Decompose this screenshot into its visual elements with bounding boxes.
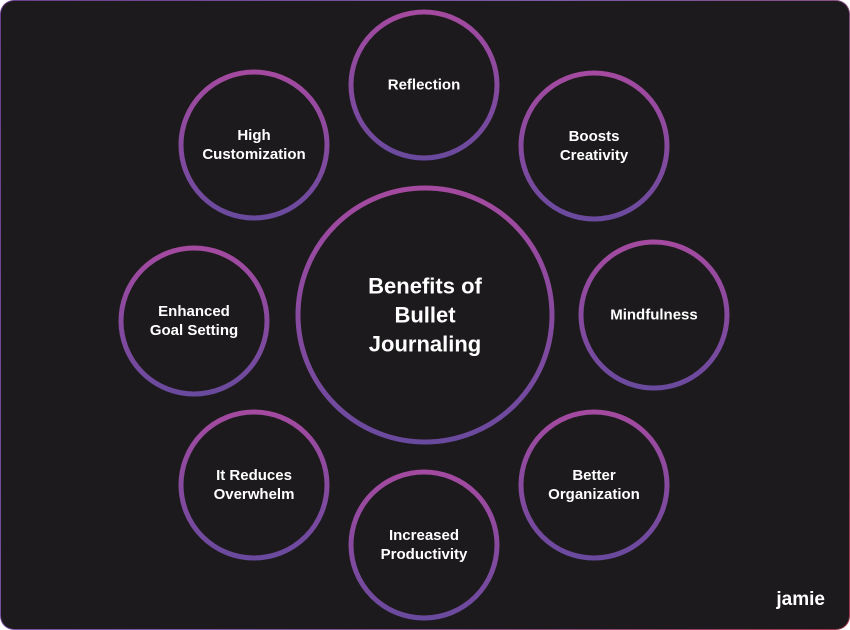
- brand-logo: jamie: [776, 589, 825, 610]
- node-label-mindfulness: Mindfulness: [610, 306, 698, 324]
- node-circle-reflection: [348, 9, 500, 161]
- node-label-increased-productivity: Increased Productivity: [380, 527, 468, 563]
- center-circle: [295, 185, 555, 445]
- node-label-better-organization: Better Organization: [548, 467, 640, 503]
- node-circle-better-organization: [518, 409, 670, 561]
- node-circle-increased-productivity: [348, 469, 500, 621]
- node-label-boosts-creativity: Boosts Creativity: [559, 128, 629, 164]
- node-label-reflection: Reflection: [387, 76, 461, 94]
- node-circle-boosts-creativity: [518, 70, 670, 222]
- node-circle-it-reduces-overwhelm: [178, 409, 330, 561]
- node-circle-mindfulness: [578, 239, 730, 391]
- node-label-high-customization: High Customization: [202, 127, 306, 163]
- node-label-enhanced-goal-setting: Enhanced Goal Setting: [149, 303, 239, 339]
- node-label-it-reduces-overwhelm: It Reduces Overwhelm: [213, 467, 295, 503]
- center-title: Benefits of Bullet Journaling: [368, 273, 482, 357]
- node-circle-high-customization: [178, 69, 330, 221]
- node-circle-enhanced-goal-setting: [118, 245, 270, 397]
